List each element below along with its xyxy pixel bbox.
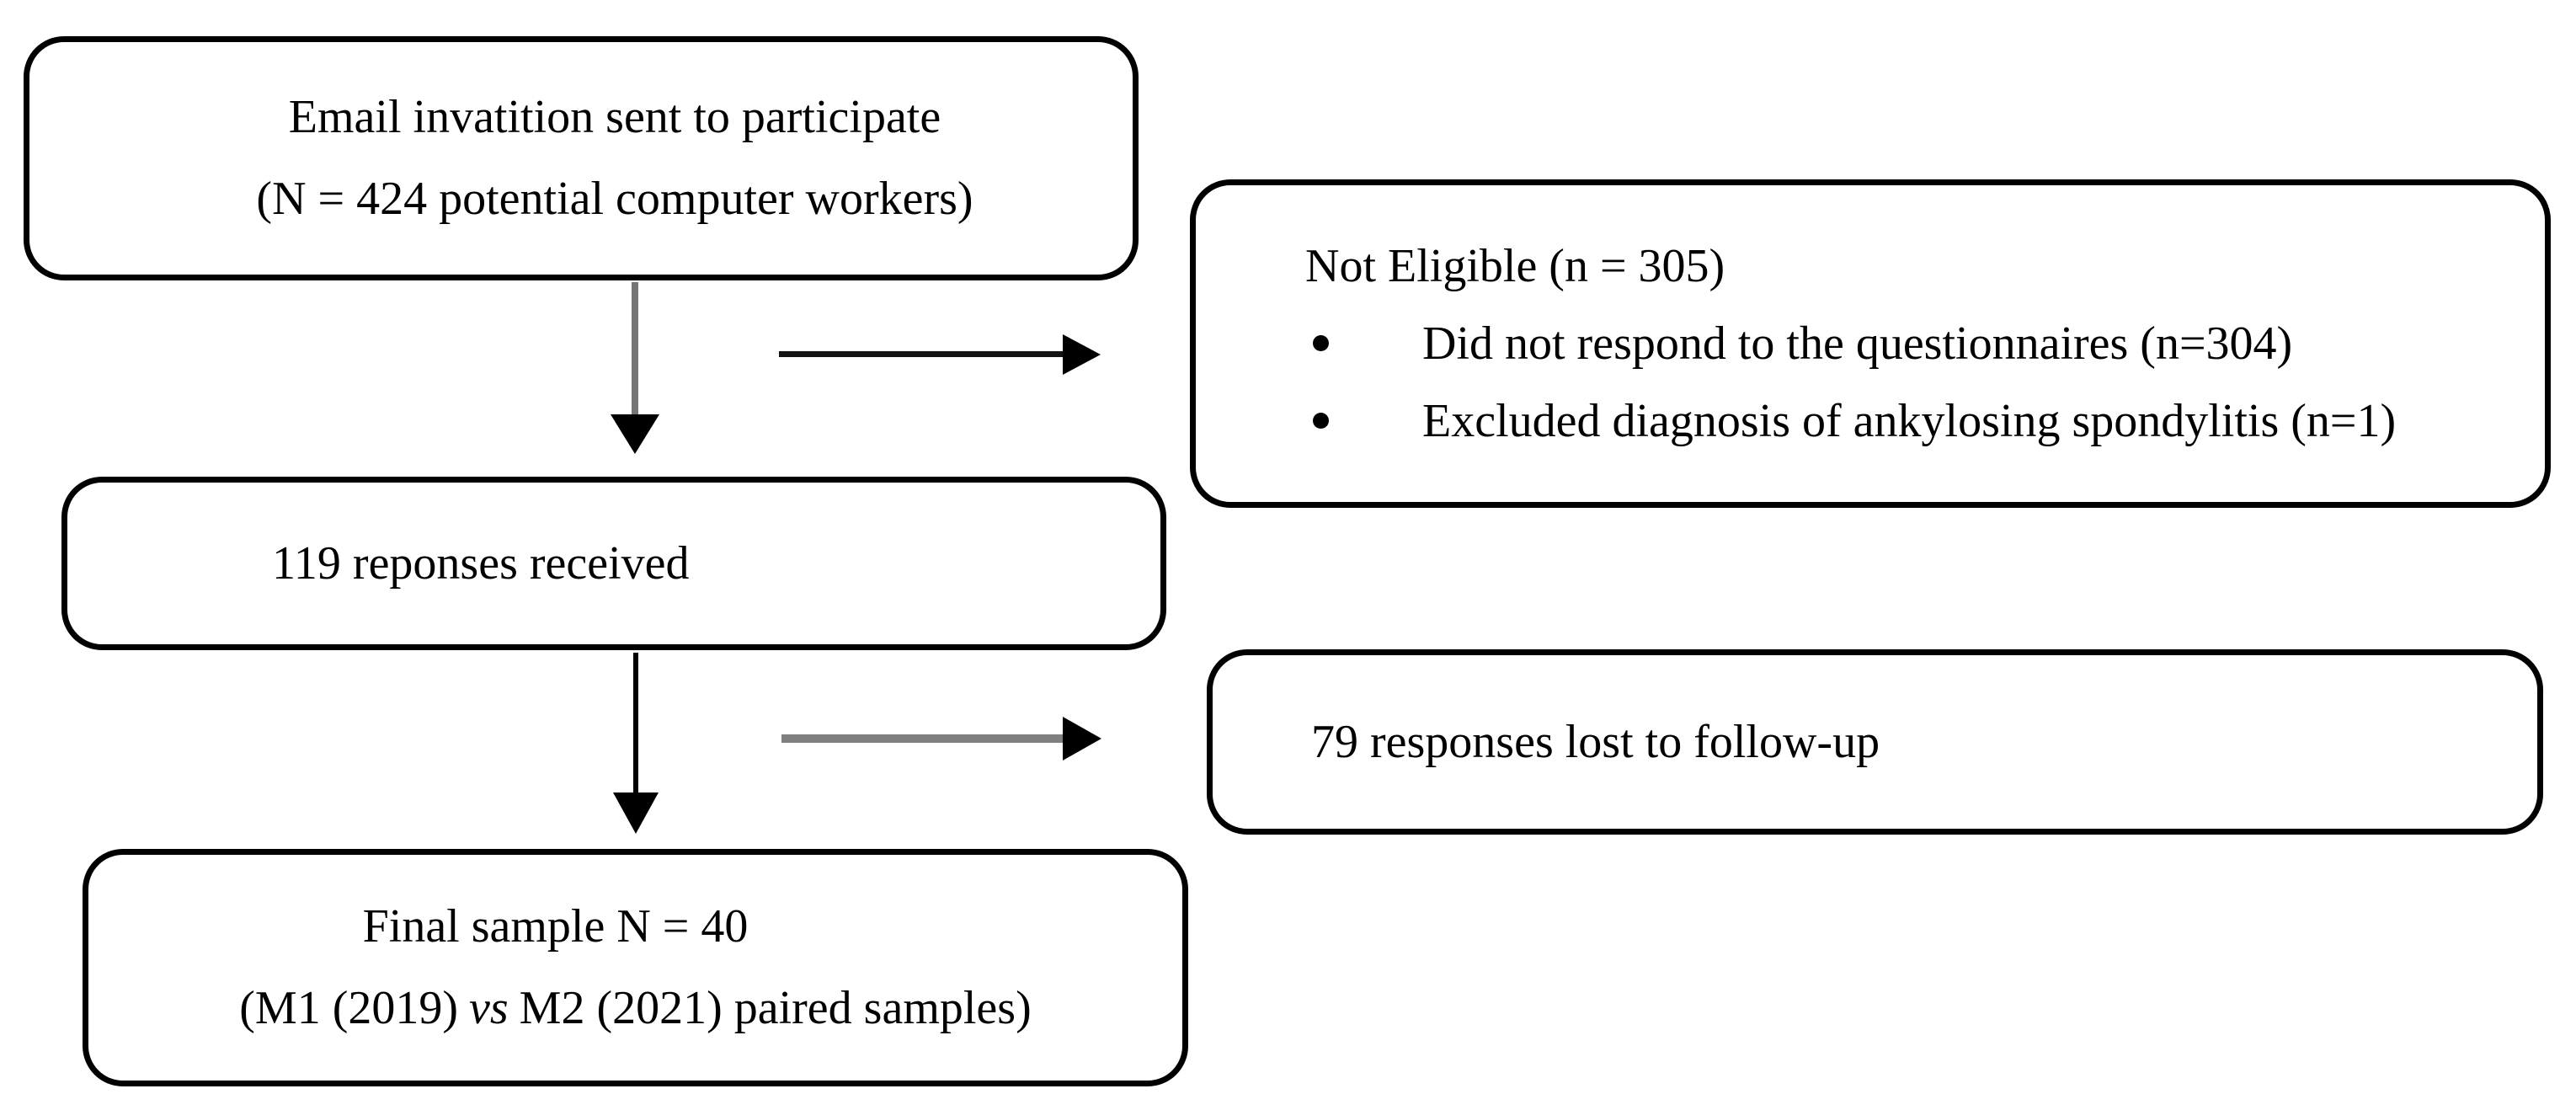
final-line2-vs: vs [469, 982, 509, 1034]
bullet-icon [1313, 413, 1329, 429]
arrow-shaft [781, 734, 1066, 743]
bullet-1-text: Did not respond to the questionnaires (n… [1422, 318, 2293, 370]
arrow-head [611, 414, 659, 454]
arrow-shaft [633, 653, 638, 796]
bullet-2-text: Excluded diagnosis of ankylosing spondyl… [1422, 395, 2397, 447]
not-eligible-title: Not Eligible (n = 305) [1305, 240, 1725, 292]
box-lost-followup: 79 responses lost to follow-up [1207, 649, 2543, 835]
responses-text: 119 reponses received [272, 536, 690, 590]
arrow-head [1063, 334, 1101, 375]
arrow-head [613, 792, 659, 834]
bullet-icon [1313, 335, 1329, 351]
arrow-head [1063, 717, 1101, 760]
not-eligible-bullet-2: Excluded diagnosis of ankylosing spondyl… [1305, 382, 2515, 460]
invitation-line1: Email invatition sent to participate [288, 91, 941, 143]
final-line2-pre: (M1 (2019) [239, 982, 458, 1034]
box-not-eligible: Not Eligible (n = 305) Did not respond t… [1190, 179, 2551, 508]
arrow-shaft [632, 282, 638, 417]
box-email-invitation: Email invatition sent to participate (N … [24, 36, 1139, 280]
arrow-shaft [779, 351, 1064, 357]
box-responses-received: 119 reponses received [61, 477, 1166, 650]
final-line2-post: M2 (2021) paired samples) [519, 982, 1032, 1034]
not-eligible-bullet-1: Did not respond to the questionnaires (n… [1305, 305, 2515, 382]
lost-followup-text: 79 responses lost to follow-up [1311, 715, 1880, 768]
invitation-line2: (N = 424 potential computer workers) [256, 173, 973, 225]
final-sample-line1: Final sample N = 40 [362, 900, 749, 953]
